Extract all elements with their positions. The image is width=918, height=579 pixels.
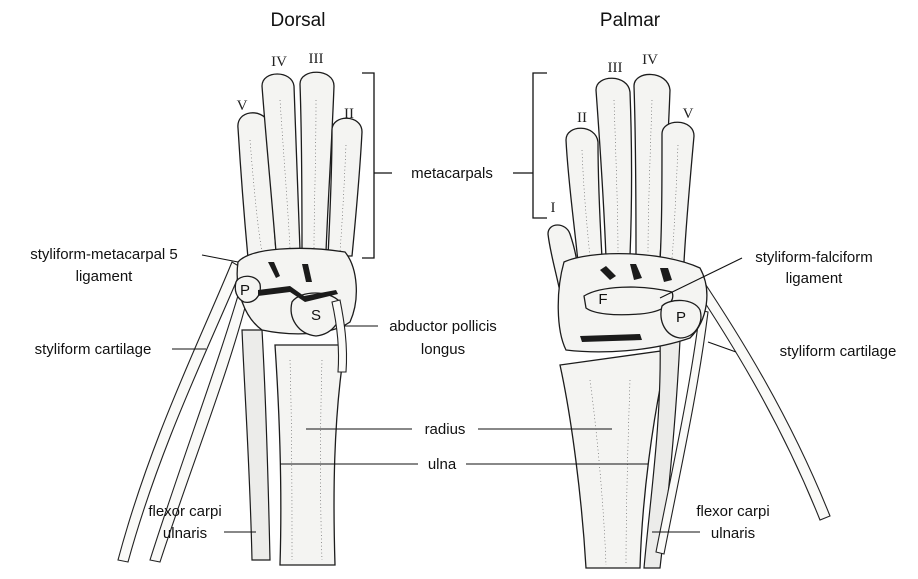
dorsal-title: Dorsal	[271, 10, 326, 31]
dorsal-view	[118, 72, 362, 565]
label-styliform-metacarpal-line1: styliform-metacarpal 5	[30, 246, 178, 263]
label-fcu-right-line1: flexor carpi	[696, 503, 769, 520]
dorsal-letter-p: P	[240, 282, 250, 299]
dorsal-metacarpal-ii	[328, 118, 362, 256]
label-abductor-line1: abductor pollicis	[389, 318, 497, 335]
dorsal-digit-iv: IV	[271, 54, 287, 70]
label-abductor-line2: longus	[421, 341, 465, 358]
palmar-letter-p: P	[676, 309, 686, 326]
palmar-title: Palmar	[600, 10, 661, 31]
palmar-metacarpal-v	[660, 122, 694, 262]
palmar-metacarpal-bracket	[513, 73, 547, 218]
palmar-digit-v: V	[683, 106, 694, 122]
label-styliform-cartilage-right: styliform cartilage	[780, 343, 897, 360]
dorsal-radius	[275, 345, 345, 565]
dorsal-digit-iii: III	[309, 51, 324, 67]
label-styliform-metacarpal-line2: ligament	[76, 268, 134, 285]
label-fcu-left-line1: flexor carpi	[148, 503, 221, 520]
label-ulna: ulna	[428, 456, 457, 473]
palmar-letter-f: F	[598, 291, 607, 308]
palmar-digit-iii: III	[608, 60, 623, 76]
palmar-styliform-cartilage	[690, 276, 830, 520]
palmar-digit-i: I	[551, 200, 556, 216]
palmar-metacarpal-iii	[596, 78, 632, 258]
label-metacarpals: metacarpals	[411, 165, 493, 182]
palmar-digit-iv: IV	[642, 52, 658, 68]
label-fcu-right-line2: ulnaris	[711, 525, 755, 542]
label-styliform-falciform-line1: styliform-falciform	[755, 249, 873, 266]
label-fcu-left-line2: ulnaris	[163, 525, 207, 542]
dorsal-digit-ii: II	[344, 106, 354, 122]
palmar-digit-ii: II	[577, 110, 587, 126]
dorsal-ulna	[242, 330, 270, 560]
dorsal-metacarpal-bracket	[362, 73, 392, 258]
dorsal-digit-v: V	[237, 98, 248, 114]
label-radius: radius	[425, 421, 466, 438]
dorsal-letter-s: S	[311, 307, 321, 324]
palmar-view	[548, 74, 830, 568]
label-styliform-cartilage-left: styliform cartilage	[35, 341, 152, 358]
label-styliform-falciform-line2: ligament	[786, 270, 844, 287]
